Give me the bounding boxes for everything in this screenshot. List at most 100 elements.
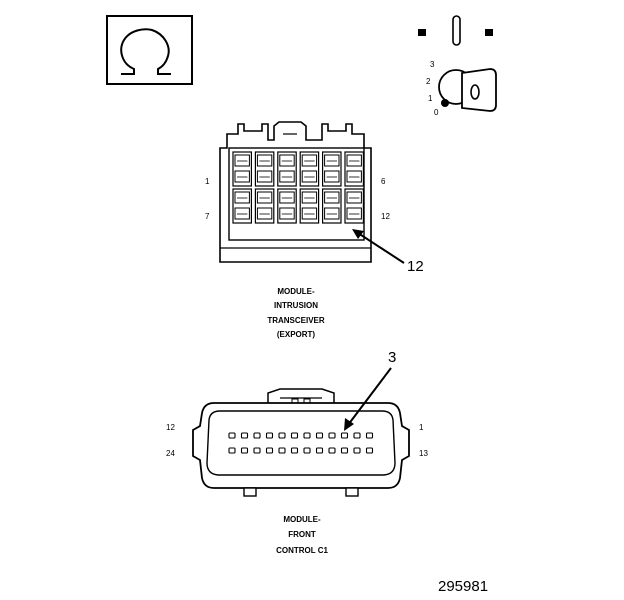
terminal-slot-upper: [256, 154, 273, 167]
pin-cavity: [290, 447, 299, 454]
pin-label-12: 12: [381, 212, 390, 221]
label-line-4: (EXPORT): [277, 330, 316, 339]
terminal-slot-lower: [346, 170, 362, 183]
label-line-2: INTRUSION: [274, 301, 318, 310]
label-line-3: CONTROL C1: [276, 546, 328, 555]
connector-front-control-c1: 12 1 24 13 3 MODULE- FRONT CONTROL C1: [166, 349, 428, 555]
connector-bottom-foot-left: [243, 487, 257, 497]
terminal-slot-upper: [256, 191, 273, 204]
terminal-slot-lower: [279, 207, 295, 220]
ignition-mark-left: [418, 29, 426, 36]
pin-cavity: [240, 447, 249, 454]
ohm-symbol: [106, 15, 193, 85]
pin-cavity: [353, 432, 361, 439]
connector-bottom-inner-outline: [206, 410, 396, 476]
terminal-cavity: [277, 188, 297, 224]
omega-icon: [120, 28, 171, 75]
pin-cavity: [328, 432, 336, 439]
ohm-frame: [106, 15, 193, 85]
label-line-1: MODULE-: [283, 515, 321, 524]
terminal-slot-upper: [346, 154, 362, 167]
terminal-slot-upper: [279, 191, 295, 204]
terminal-slot-lower: [324, 207, 340, 220]
pin-cavity: [365, 447, 374, 454]
ignition-pos-3: 3: [430, 60, 435, 69]
callout-arrow-bottom: [347, 367, 392, 426]
pin-label-1: 1: [205, 177, 210, 186]
terminal-slot-upper: [301, 191, 318, 204]
terminal-slot-lower: [324, 170, 340, 183]
connector-bottom-foot-right: [345, 487, 359, 497]
pin-cavity: [240, 432, 249, 439]
ignition-key-icon: 3 2 1 0: [418, 15, 497, 117]
terminal-cavity: [232, 188, 252, 224]
terminal-slot-lower: [256, 170, 273, 183]
pin-label-13-bottom: 13: [419, 449, 428, 458]
callout-arrowhead-bottom: [344, 418, 354, 431]
connector-bottom-terminals: [228, 432, 374, 454]
ignition-pos-0: 0: [434, 108, 439, 117]
label-line-1: MODULE-: [277, 287, 315, 296]
pin-cavity: [253, 447, 261, 454]
terminal-slot-upper: [301, 154, 318, 167]
callout-3: 3: [388, 349, 396, 366]
pin-cavity: [365, 432, 374, 439]
callout-arrowhead-top: [352, 229, 364, 239]
terminal-cavity: [322, 151, 342, 187]
terminal-cavity: [344, 151, 364, 187]
ignition-position-marker: [441, 99, 449, 107]
terminal-slot-lower: [279, 170, 295, 183]
terminal-cavity: [277, 151, 297, 187]
callout-12: 12: [407, 258, 424, 275]
terminal-slot-lower: [234, 207, 250, 220]
callout-arrow-top: [357, 232, 405, 264]
pin-cavity: [315, 432, 324, 439]
pin-cavity: [328, 447, 336, 454]
ignition-mark-right: [485, 29, 493, 36]
pin-cavity: [253, 432, 261, 439]
ignition-pos-2: 2: [426, 77, 431, 86]
ignition-key-slot: [452, 15, 461, 46]
pin-cavity: [303, 447, 311, 454]
figure-number: 295981: [438, 578, 488, 595]
connector-intrusion-transceiver: 1 6 7 12 12 MODULE- INTRUSION TRANSCEIVE…: [205, 121, 424, 339]
connector-bottom-outline: [192, 402, 410, 489]
terminal-cavity: [232, 151, 252, 187]
pin-label-24-bottom: 24: [166, 449, 175, 458]
terminal-cavity: [344, 188, 364, 224]
pin-label-7: 7: [205, 212, 210, 221]
pin-cavity: [340, 432, 349, 439]
terminal-cavity: [322, 188, 342, 224]
terminal-cavity: [299, 188, 320, 224]
connector-top-terminals: [232, 151, 364, 224]
label-line-2: FRONT: [288, 530, 316, 539]
pin-cavity: [315, 447, 324, 454]
terminal-slot-upper: [234, 154, 250, 167]
pin-label-12-bottom: 12: [166, 423, 175, 432]
terminal-slot-lower: [346, 207, 362, 220]
ignition-pos-1: 1: [428, 94, 433, 103]
terminal-cavity: [299, 151, 320, 187]
terminal-slot-lower: [256, 207, 273, 220]
pin-cavity: [303, 432, 311, 439]
pin-cavity: [278, 432, 286, 439]
terminal-cavity: [254, 151, 275, 187]
terminal-slot-lower: [234, 170, 250, 183]
terminal-slot-upper: [324, 154, 340, 167]
connector-bottom-latch-housing: [267, 388, 335, 403]
terminal-slot-upper: [234, 191, 250, 204]
terminal-cavity: [254, 188, 275, 224]
pin-cavity: [340, 447, 349, 454]
label-line-3: TRANSCEIVER: [267, 316, 325, 325]
pin-cavity: [265, 432, 274, 439]
terminal-slot-upper: [279, 154, 295, 167]
pin-cavity: [278, 447, 286, 454]
terminal-slot-upper: [346, 191, 362, 204]
terminal-slot-lower: [301, 170, 318, 183]
pin-label-1-bottom: 1: [419, 423, 424, 432]
pin-cavity: [353, 447, 361, 454]
pin-cavity: [290, 432, 299, 439]
pin-label-6: 6: [381, 177, 386, 186]
ignition-key-hole: [470, 84, 480, 100]
